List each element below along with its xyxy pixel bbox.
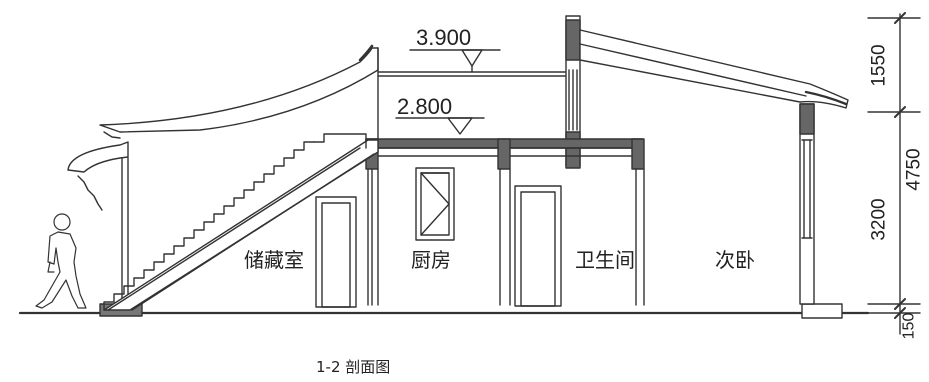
- staircase: [103, 133, 379, 311]
- kitchen-window: [415, 167, 455, 241]
- left-roof: [99, 47, 379, 133]
- room-label-bedroom: 次卧: [715, 248, 755, 272]
- dimension-label-total: 4750: [903, 148, 925, 191]
- dimension-label-roof-rise: 1550: [868, 44, 890, 87]
- left-low-roof: [67, 141, 129, 173]
- bathroom-door: [514, 185, 562, 307]
- elevation-label-upper: 3.900: [416, 25, 472, 50]
- room-label-storage: 储藏室: [244, 248, 304, 272]
- elevation-label-lower: 2.800: [397, 94, 453, 119]
- room-label-kitchen: 厨房: [411, 248, 451, 272]
- figure-caption: 1-2 剖面图: [316, 358, 391, 376]
- dimension-label-floor: 3200: [868, 198, 890, 241]
- right-foundation: [801, 303, 843, 319]
- elevation-marker-upper: [409, 49, 501, 73]
- dimension-line: [867, 12, 921, 335]
- room-label-bathroom: 卫生间: [575, 248, 635, 272]
- right-roof: [579, 29, 849, 109]
- elevation-marker-lower: [395, 117, 485, 135]
- person-figure: [35, 213, 87, 309]
- dimension-label-plinth: 150: [900, 312, 918, 340]
